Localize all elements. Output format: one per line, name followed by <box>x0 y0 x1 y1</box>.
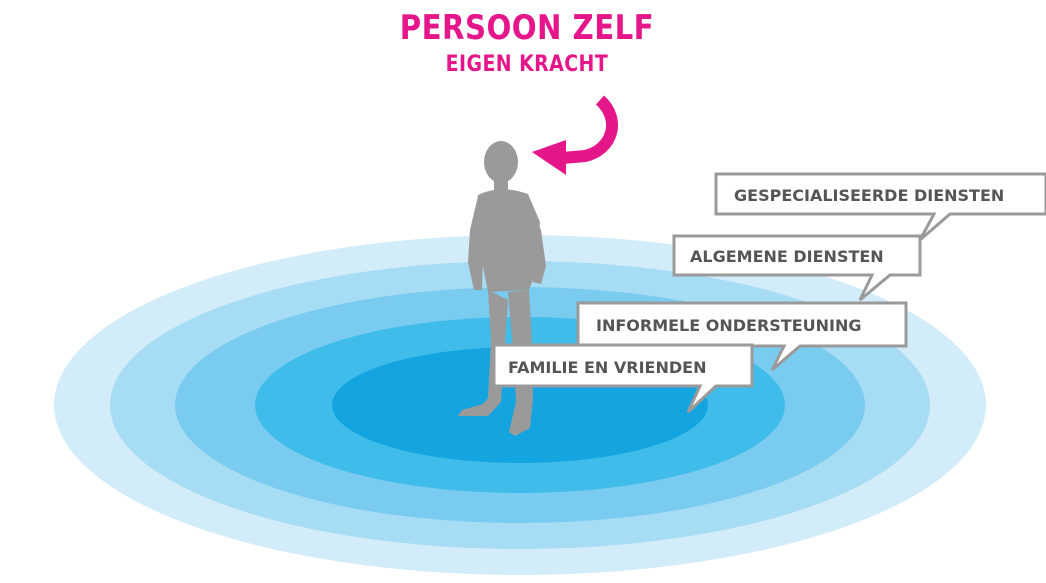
callout-algemene-diensten: ALGEMENE DIENSTEN <box>672 234 922 302</box>
callout-label: ALGEMENE DIENSTEN <box>690 247 884 266</box>
page-title: PERSOON ZELF <box>399 8 655 48</box>
callout-gespecialiseerde-diensten: GESPECIALISEERDE DIENSTEN <box>714 172 1046 242</box>
callout-label: INFORMELE ONDERSTEUNING <box>596 316 862 335</box>
callout-label: FAMILIE EN VRIENDEN <box>508 358 706 377</box>
callout-label: GESPECIALISEERDE DIENSTEN <box>734 186 1004 205</box>
callout-informele-ondersteuning: INFORMELE ONDERSTEUNING <box>576 301 908 372</box>
page-subtitle: EIGEN KRACHT <box>445 52 609 77</box>
curved-arrow-icon <box>532 95 618 175</box>
callout-familie-en-vrienden: FAMILIE EN VRIENDEN <box>492 343 754 414</box>
